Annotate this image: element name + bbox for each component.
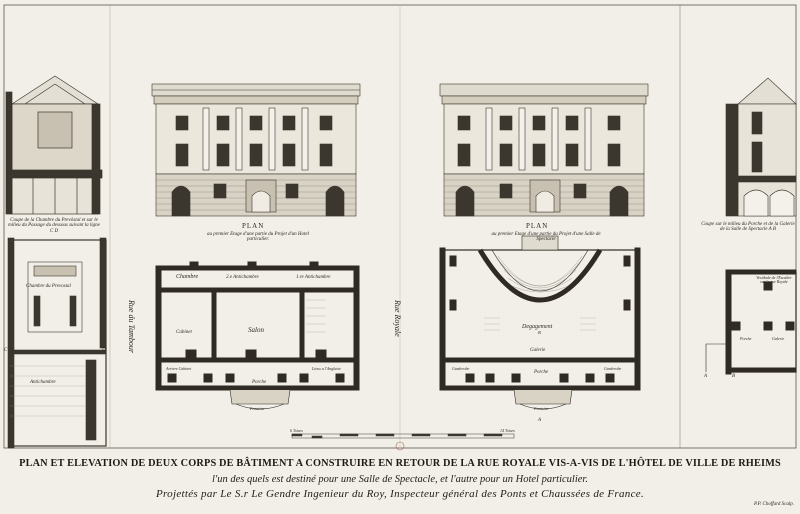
left-small-plan	[7, 237, 107, 449]
letter-c: C	[4, 348, 8, 353]
left-floor-plan	[155, 261, 360, 410]
room-garderobe-2: Garderobe	[604, 366, 622, 371]
plate-author-line: Projettés par Le S.r Le Gendre Ingenieur…	[155, 488, 645, 500]
right-small-plan	[705, 269, 797, 375]
right-section-caption: Coupe sur le milieu du Porche et de la G…	[701, 222, 795, 233]
letter-a-far: A	[704, 374, 708, 379]
room-lieux: Lieux a l'Anglaise	[312, 366, 341, 371]
street-rue-royale: Rue Royale	[393, 300, 402, 337]
fontaine-left: Fontaine	[250, 406, 265, 411]
room-cabinet: Cabinet	[176, 330, 192, 335]
right-plan-heading: PLAN	[526, 222, 549, 230]
room-antichambre-1: 1.re Antichambre	[296, 275, 331, 280]
right-facade-elevation	[439, 83, 649, 217]
right-floor-plan	[439, 235, 641, 410]
room-degagement: Degagement	[522, 324, 553, 330]
right-section-elevation	[725, 77, 797, 217]
right-plan-caption: au premier Etage d'une partie du Projet …	[491, 232, 601, 243]
room-garderobe-1: Garderobe	[452, 366, 470, 371]
scale-end-label: 14 Toises	[500, 428, 515, 433]
room-antichambre: Antichambre	[30, 380, 56, 385]
room-galerie-far-right: Galerie	[772, 336, 785, 341]
room-chambre: Chambre	[176, 274, 199, 280]
room-porche-left: Porche	[252, 380, 267, 385]
room-galerie: Galerie	[530, 348, 546, 353]
room-vestibule: Vestibule de l'Escalier sur la rue Royal…	[756, 275, 792, 285]
fontaine-right: Fontaine	[534, 406, 549, 411]
plate-title: PLAN ET ELEVATION DE DEUX CORPS DE BÂTIM…	[19, 458, 781, 469]
letter-b-far: B	[732, 374, 736, 379]
street-rue-tambour: Rue du Tambour	[127, 300, 136, 354]
scale-start-label: 6 Toises	[290, 428, 303, 433]
scale-bar	[291, 433, 515, 439]
left-facade-elevation	[151, 83, 361, 217]
room-porche-right: Porche	[534, 370, 549, 375]
plate-subtitle: l'un des quels est destiné pour une Sall…	[212, 474, 588, 485]
room-porche-far-right: Porche	[740, 336, 752, 341]
room-chambre-prevostal: Chambre du Prevostal	[26, 284, 71, 289]
room-antichambre-2: 2.e Antichambre	[226, 275, 259, 280]
left-section-elevation	[5, 75, 103, 215]
letter-b-plan: B	[538, 330, 541, 335]
left-plan-caption: au premier Etage d'une partie du Projet …	[206, 232, 310, 243]
room-arriere-cabinet: Arriere Cabinet	[166, 366, 192, 371]
engraver-signature: P.P. Choffard Sculp.	[753, 502, 794, 507]
letter-d: D	[102, 348, 106, 353]
letter-a-plan: A	[538, 418, 542, 423]
room-salon: Salon	[248, 326, 264, 334]
left-plan-heading: PLAN	[242, 222, 265, 230]
left-section-caption: Coupe de la Chambre du Prevôstal et sur …	[8, 218, 100, 234]
